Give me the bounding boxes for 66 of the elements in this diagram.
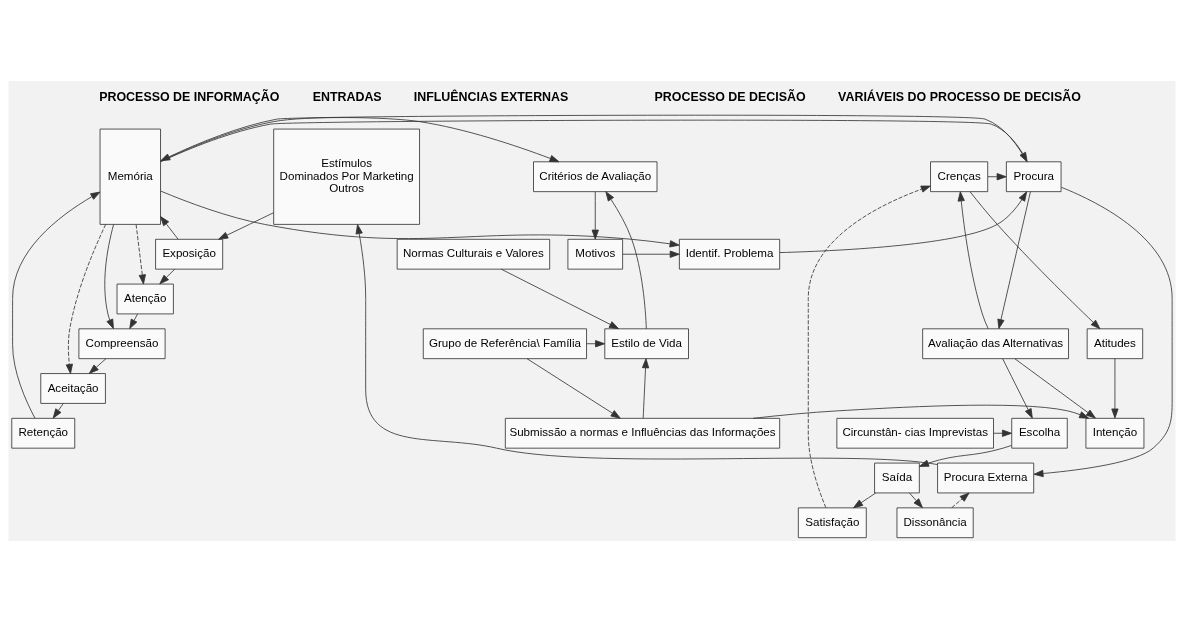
arrow bbox=[218, 212, 275, 240]
arrow bbox=[591, 191, 599, 240]
arrow bbox=[909, 492, 923, 509]
node-box: Atenção bbox=[116, 283, 174, 315]
node-box: Submissão a normas e Influências das Informações bbox=[504, 417, 781, 449]
arrow bbox=[159, 268, 176, 285]
arrow bbox=[1002, 358, 1033, 419]
node-box: Atitudes bbox=[1086, 328, 1144, 360]
arrow bbox=[1033, 186, 1173, 478]
arrow bbox=[88, 358, 107, 374]
label: PROCESSO DE INFORMAÇÃO bbox=[99, 90, 280, 105]
arrow bbox=[993, 429, 1012, 437]
arrow bbox=[969, 191, 1101, 330]
arrow bbox=[129, 313, 139, 330]
arrow bbox=[355, 224, 938, 465]
label: ENTRADAS bbox=[312, 90, 382, 105]
arrow bbox=[1111, 358, 1119, 419]
node-box: Procura bbox=[1005, 161, 1062, 193]
node-box: Motivos bbox=[567, 238, 624, 270]
node-box: Identif. Problema bbox=[678, 238, 781, 270]
arrow bbox=[853, 492, 877, 509]
arrow bbox=[779, 191, 1028, 253]
node-box: Circunstân- cias Imprevistas bbox=[836, 417, 994, 449]
arrow bbox=[987, 173, 1007, 181]
node-box: Saída bbox=[874, 462, 920, 494]
node-box: Satisfação bbox=[797, 507, 867, 539]
arrow bbox=[752, 404, 1090, 419]
node-box: Exposição bbox=[155, 238, 224, 270]
arrow bbox=[605, 191, 647, 330]
arrow bbox=[65, 224, 107, 374]
label: PROCESSO DE DECISÃO bbox=[654, 90, 806, 105]
arrow bbox=[12, 191, 101, 419]
arrow bbox=[52, 403, 64, 419]
node-box: Retenção bbox=[11, 417, 76, 449]
arrow bbox=[500, 268, 619, 330]
node-box: Crenças bbox=[930, 161, 989, 193]
node-box: Dissonância bbox=[896, 507, 974, 539]
node-box: Intenção bbox=[1085, 417, 1145, 449]
arrow bbox=[641, 358, 650, 419]
node-box: Avaliação das Alternativas bbox=[922, 328, 1069, 360]
node-box: Compreensão bbox=[78, 328, 166, 360]
node-box: Escolha bbox=[1011, 417, 1068, 449]
arrow bbox=[586, 340, 606, 348]
arrow bbox=[957, 191, 989, 330]
node-box: Aceitação bbox=[40, 373, 106, 404]
node-box: Normas Culturais e Valores bbox=[396, 238, 551, 270]
node-box: Memória bbox=[99, 128, 161, 225]
arrow bbox=[951, 492, 970, 509]
arrow bbox=[807, 185, 931, 509]
arrow bbox=[135, 224, 146, 285]
arrow bbox=[160, 216, 179, 240]
node-box: Estilo de Vida bbox=[604, 328, 689, 360]
node-box: Grupo de Referência\ Família bbox=[422, 328, 587, 360]
label: VARIÁVEIS DO PROCESSO DE DECISÃO bbox=[838, 90, 1081, 105]
arrow bbox=[160, 117, 560, 163]
node-box: Estímulos Dominados Por Marketing Outros bbox=[273, 128, 420, 225]
arrow bbox=[160, 190, 680, 248]
node-box: Critérios de Avaliação bbox=[533, 161, 658, 193]
arrow bbox=[997, 191, 1031, 330]
label: INFLUÊNCIAS EXTERNAS bbox=[413, 90, 569, 105]
arrow bbox=[622, 250, 680, 258]
arrow bbox=[919, 445, 1012, 467]
arrow bbox=[104, 224, 114, 330]
arrow bbox=[1014, 358, 1096, 419]
arrow bbox=[526, 358, 621, 419]
node-box: Procura Externa bbox=[937, 462, 1035, 494]
